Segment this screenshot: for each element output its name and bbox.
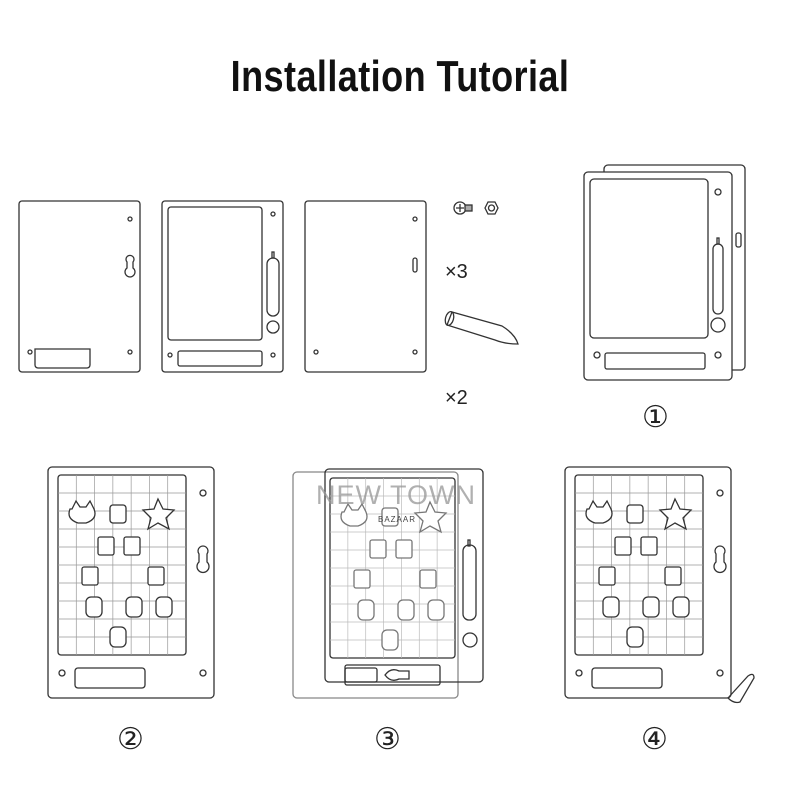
shape-piece — [614, 536, 632, 556]
shape-piece — [419, 569, 437, 589]
hole — [575, 669, 583, 677]
shape-piece — [147, 566, 165, 586]
pen-clip — [467, 539, 471, 547]
back-panel — [18, 200, 141, 373]
shape-piece — [369, 539, 387, 559]
hole — [716, 669, 724, 677]
hole — [58, 669, 66, 677]
tray — [591, 667, 663, 689]
step-4-label: ④ — [641, 722, 668, 757]
star-piece — [658, 497, 693, 531]
watermark: NEW TOWN — [316, 480, 476, 510]
nut-icon — [484, 201, 499, 215]
page-title: Installation Tutorial — [230, 52, 570, 101]
shape-piece — [97, 536, 115, 556]
tray — [74, 667, 146, 689]
bread-piece — [109, 504, 127, 524]
step-2-label: ② — [117, 722, 144, 757]
shape-piece — [125, 596, 143, 618]
cat-piece — [340, 502, 368, 527]
cat-piece — [68, 499, 96, 524]
hole — [199, 669, 207, 677]
shape-piece — [395, 539, 413, 559]
shape-piece — [381, 629, 399, 651]
frame-panel — [161, 200, 284, 373]
shape-piece — [397, 599, 415, 621]
step4-assembly — [564, 466, 755, 704]
shape-piece — [672, 596, 690, 618]
button — [462, 632, 478, 648]
pen-slot — [462, 544, 477, 621]
shape-piece — [109, 626, 127, 648]
shape-piece — [357, 599, 375, 621]
screw-quantity: ×3 — [445, 261, 468, 283]
pen-in-tray — [384, 669, 410, 681]
pen-quantity: ×2 — [445, 387, 468, 409]
pen-stand — [727, 673, 755, 704]
keyhole-icon — [196, 545, 210, 574]
shape-piece — [640, 536, 658, 556]
shape-piece — [664, 566, 682, 586]
stylus-pen-icon — [444, 311, 519, 345]
cat-piece — [585, 499, 613, 524]
keyhole-icon — [713, 545, 727, 574]
step3-assembly — [292, 468, 484, 699]
shape-piece — [598, 566, 616, 586]
bread-piece — [381, 507, 399, 527]
shape-piece — [123, 536, 141, 556]
back-panel — [292, 471, 459, 699]
screw-icon — [453, 201, 473, 215]
hole — [716, 489, 724, 497]
step-3-label: ③ — [374, 722, 401, 757]
step2-assembly — [47, 466, 215, 699]
clear-panel — [304, 200, 427, 373]
tray-slot — [344, 667, 378, 683]
shape-piece — [642, 596, 660, 618]
shape-piece — [81, 566, 99, 586]
star-piece — [141, 497, 176, 531]
star-piece — [413, 500, 448, 534]
shape-piece — [155, 596, 173, 618]
step1-assembly — [583, 164, 746, 381]
shape-piece — [353, 569, 371, 589]
board-brand: BAZAAR — [378, 515, 417, 524]
shape-piece — [602, 596, 620, 618]
shape-piece — [427, 599, 445, 621]
frame-panel — [324, 468, 484, 683]
shape-piece — [85, 596, 103, 618]
step-1-label: ① — [642, 400, 669, 435]
keyhole-icon — [124, 254, 136, 278]
hole — [199, 489, 207, 497]
shape-piece — [626, 626, 644, 648]
bread-piece — [626, 504, 644, 524]
